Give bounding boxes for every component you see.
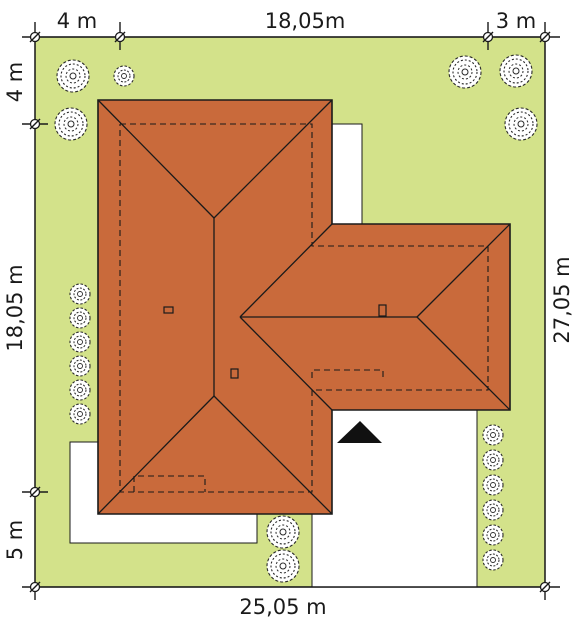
chimney xyxy=(378,304,387,317)
dim-top-left: 4 m xyxy=(57,9,98,33)
dim-top-middle: 18,05m xyxy=(265,9,346,33)
dim-left-middle: 18,05 m xyxy=(3,264,27,351)
chimney xyxy=(230,368,239,379)
dim-left-top: 4 m xyxy=(3,62,27,103)
dimension-lines xyxy=(22,22,560,600)
dimension-labels: 4 m 18,05m 3 m 25,05 m 4 m 18,05 m 5 m 2… xyxy=(3,9,574,619)
dimension-ticks xyxy=(29,31,551,593)
entrance-marker xyxy=(337,421,382,443)
dim-left-bottom: 5 m xyxy=(3,520,27,561)
dim-right: 27,05 m xyxy=(550,256,574,343)
dim-top-right: 3 m xyxy=(496,9,537,33)
house-roof xyxy=(97,99,511,515)
dim-bottom: 25,05 m xyxy=(239,595,326,619)
chimney xyxy=(163,306,174,314)
